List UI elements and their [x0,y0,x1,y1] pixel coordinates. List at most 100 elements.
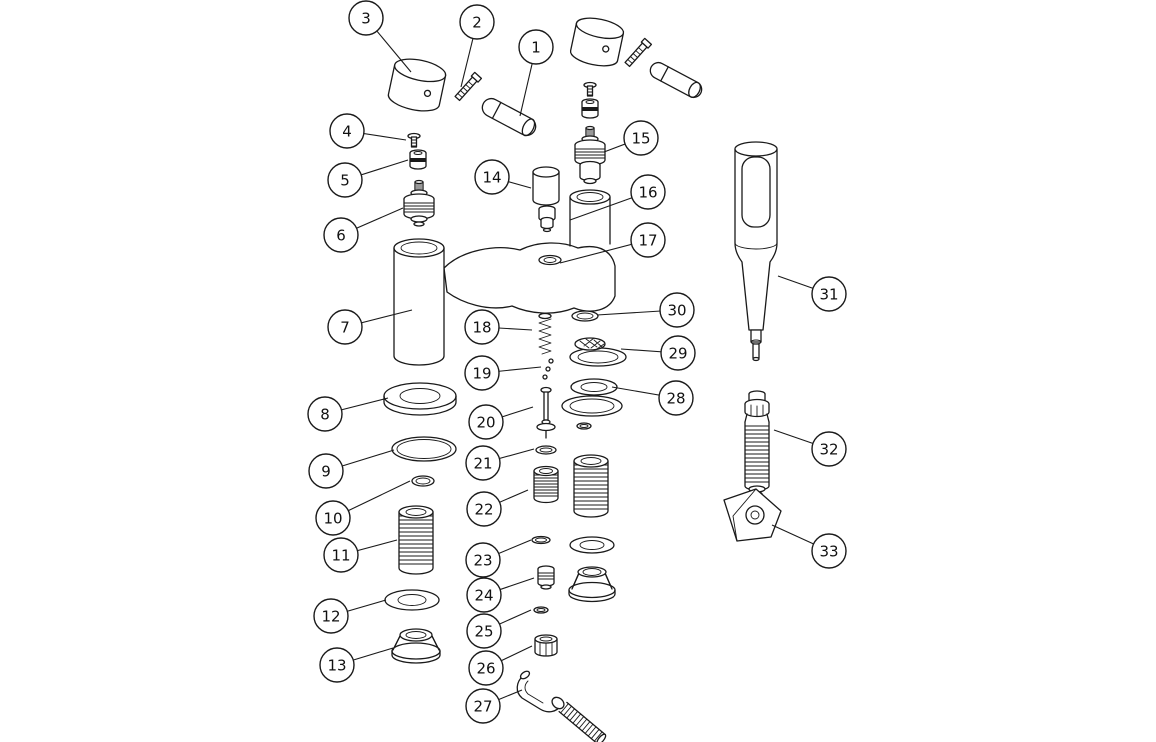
callout-number: 12 [321,608,340,626]
right-cartridge-part [574,125,606,185]
callout-circle [630,174,666,210]
callout-circle [348,0,384,36]
callout-number: 14 [482,169,501,187]
callout-number: 27 [473,698,492,716]
callout-circle [307,396,343,432]
callout-31: 31 [777,275,847,312]
small-insert-part [537,565,555,590]
callout-number: 6 [336,227,346,245]
callout-circle [464,309,500,345]
callout-circle [315,500,351,536]
callout-circle [630,222,666,258]
threaded-insert-part [533,465,559,504]
o-ring-part [411,475,435,487]
right-spacer-bush-part [581,98,599,119]
callout-number: 22 [474,501,493,519]
center-adapter-part [532,166,560,206]
callout-number: 8 [320,406,330,424]
callout-circle [329,113,365,149]
callout-8: 8 [307,396,389,432]
callout-number: 15 [631,130,650,148]
callout-circle [660,335,696,371]
left-handle-lever-part [481,97,537,137]
callout-circle [466,577,502,613]
callout-number: 19 [472,365,491,383]
callout-4: 4 [329,113,407,149]
callout-7: 7 [327,309,413,345]
callout-33: 33 [771,524,847,569]
callout-circle [465,542,501,578]
callout-number: 23 [473,552,492,570]
diverter-bush-part [538,205,556,233]
right-grub-screw-part [583,81,597,97]
callout-2: 2 [459,4,495,88]
tap-body-part [393,189,616,366]
callout-number: 33 [819,543,838,561]
callout-17: 17 [559,222,666,264]
callout-number: 26 [476,660,495,678]
callout-circle [308,453,344,489]
callout-number: 20 [476,414,495,432]
callout-10: 10 [315,480,411,536]
large-washer-part [383,382,457,416]
callout-number: 3 [361,10,371,28]
wall-bracket-part [723,488,782,542]
callout-circle [466,613,502,649]
callout-circle [466,491,502,527]
diverter-rod-part [536,386,556,439]
callout-number: 30 [667,302,686,320]
outlet-o-ring-part [571,310,599,322]
callout-number: 25 [474,623,493,641]
elbow-hose-part [516,670,607,742]
callout-24: 24 [466,577,535,613]
callout-20: 20 [468,404,534,440]
callout-number: 31 [819,286,838,304]
callout-3: 3 [348,0,412,73]
grub-screw-part [407,132,421,148]
callout-circle [327,162,363,198]
callout-30: 30 [596,292,695,328]
callout-number: 11 [331,547,350,565]
right-handle-head-part [569,17,625,67]
callout-21: 21 [465,445,535,481]
callout-25: 25 [466,609,532,649]
hex-nut-part [534,634,558,657]
left-cartridge-part [403,179,435,227]
callout-circle [313,598,349,634]
callout-circle [811,533,847,569]
callout-15: 15 [603,120,659,156]
callout-circle [327,309,363,345]
callout-32: 32 [773,429,847,467]
callout-circle [323,537,359,573]
callout-23: 23 [465,539,532,578]
callout-circle [623,120,659,156]
threaded-shank-part [398,505,434,575]
callouts-layer: 1234567891011121314151617181920212223242… [307,0,847,724]
callout-number: 28 [666,390,685,408]
callout-number: 9 [321,463,331,481]
callout-number: 4 [342,123,352,141]
callout-number: 21 [473,455,492,473]
callout-number: 1 [531,39,541,57]
parts-artwork [383,17,782,742]
callout-circle [323,217,359,253]
callout-14: 14 [474,159,532,195]
callout-number: 18 [472,319,491,337]
right-washer-part [569,536,615,554]
callout-5: 5 [327,159,409,198]
callout-1: 1 [518,29,554,117]
callout-number: 29 [668,345,687,363]
callout-29: 29 [620,335,696,371]
callout-circle [464,355,500,391]
callout-circle [465,688,501,724]
callout-number: 2 [472,14,482,32]
seal-washer-part [391,436,457,462]
callout-number: 17 [638,232,657,250]
callout-18: 18 [464,309,533,345]
callout-13: 13 [319,647,394,683]
callout-28: 28 [611,380,694,416]
callout-12: 12 [313,598,387,634]
callout-circle [468,404,504,440]
callout-11: 11 [323,537,398,573]
